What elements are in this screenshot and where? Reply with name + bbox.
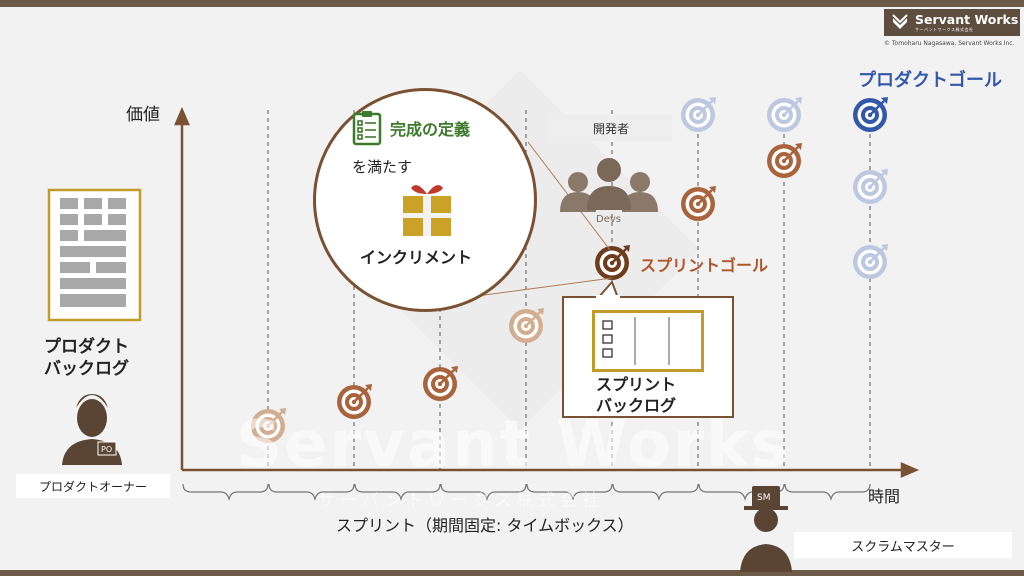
product-goal-target-icon bbox=[851, 95, 890, 134]
sm-badge: SM bbox=[757, 493, 770, 503]
definition-of-done-title: 完成の定義 bbox=[390, 120, 471, 139]
y-axis-label: 価値 bbox=[126, 105, 160, 125]
product-backlog-icon bbox=[47, 188, 142, 322]
sprint-backlog-title-line2: バックログ bbox=[596, 396, 677, 415]
target-icon bbox=[851, 167, 890, 206]
checklist-icon bbox=[352, 111, 382, 146]
timebox-brace bbox=[354, 483, 441, 502]
timebox-braces bbox=[182, 483, 871, 502]
x-axis-arrow bbox=[900, 462, 920, 478]
product-backlog-title-line2: バックログ bbox=[44, 359, 129, 379]
timebox-brace bbox=[612, 483, 699, 502]
logo-mark-icon bbox=[892, 13, 908, 29]
target-icon bbox=[765, 95, 804, 134]
developers-label: 開発者 bbox=[550, 115, 672, 141]
timebox-brace bbox=[182, 483, 269, 502]
bottom-border bbox=[0, 570, 1024, 576]
scrum-master-label: スクラムマスター bbox=[794, 532, 1012, 558]
task-board-icon bbox=[602, 317, 670, 365]
target-icon bbox=[679, 95, 718, 134]
scrum-master-figure bbox=[740, 486, 792, 572]
timebox-brace bbox=[440, 483, 527, 502]
product-owner-figure bbox=[62, 394, 122, 465]
product-backlog-title: プロダクト バックログ bbox=[44, 336, 129, 380]
timebox-brace bbox=[784, 483, 871, 502]
product-goal-label: プロダクトゴール bbox=[858, 70, 1002, 91]
gift-icon bbox=[403, 185, 451, 236]
po-badge: PO bbox=[101, 445, 112, 454]
developers-icon bbox=[560, 158, 658, 212]
y-axis-arrow bbox=[174, 106, 190, 126]
definition-of-done-subtitle: を満たす bbox=[352, 158, 413, 176]
axes bbox=[174, 106, 920, 478]
logo-name: Servant Works bbox=[915, 12, 1019, 27]
sprint-goal-label: スプリントゴール bbox=[640, 256, 769, 275]
sprint-backlog-title: スプリント バックログ bbox=[596, 374, 676, 416]
target-icon bbox=[765, 141, 804, 180]
sprint-backlog-title-line1: スプリント bbox=[596, 375, 677, 394]
watermark: Servant Works bbox=[236, 408, 791, 482]
increment-label: インクリメント bbox=[360, 248, 473, 267]
target-icon bbox=[679, 184, 718, 223]
product-backlog-title-line1: プロダクト bbox=[44, 337, 129, 357]
sprint-timebox-label: スプリント（期間固定: タイムボックス） bbox=[336, 516, 634, 535]
servant-works-logo: Servant Works サーバントワークス株式会社 bbox=[884, 9, 1020, 36]
target-icon bbox=[421, 364, 460, 403]
timebox-brace bbox=[526, 483, 613, 502]
devs-icon-text: Devs bbox=[596, 214, 621, 225]
sprint-backlog-board-icon bbox=[592, 310, 704, 372]
copyright: © Tomoharu Nagasawa, Servant Works Inc. bbox=[884, 40, 1015, 47]
x-axis-label: 時間 bbox=[868, 487, 901, 506]
watermark-sub: サーバントワークス株式会社 bbox=[318, 491, 605, 511]
logo-sub: サーバントワークス株式会社 bbox=[915, 27, 974, 32]
timebox-brace bbox=[268, 483, 355, 502]
top-border bbox=[0, 0, 1024, 7]
product-owner-label: プロダクトオーナー bbox=[16, 474, 170, 498]
target-icon bbox=[851, 242, 890, 281]
callout-pointer bbox=[596, 280, 620, 299]
